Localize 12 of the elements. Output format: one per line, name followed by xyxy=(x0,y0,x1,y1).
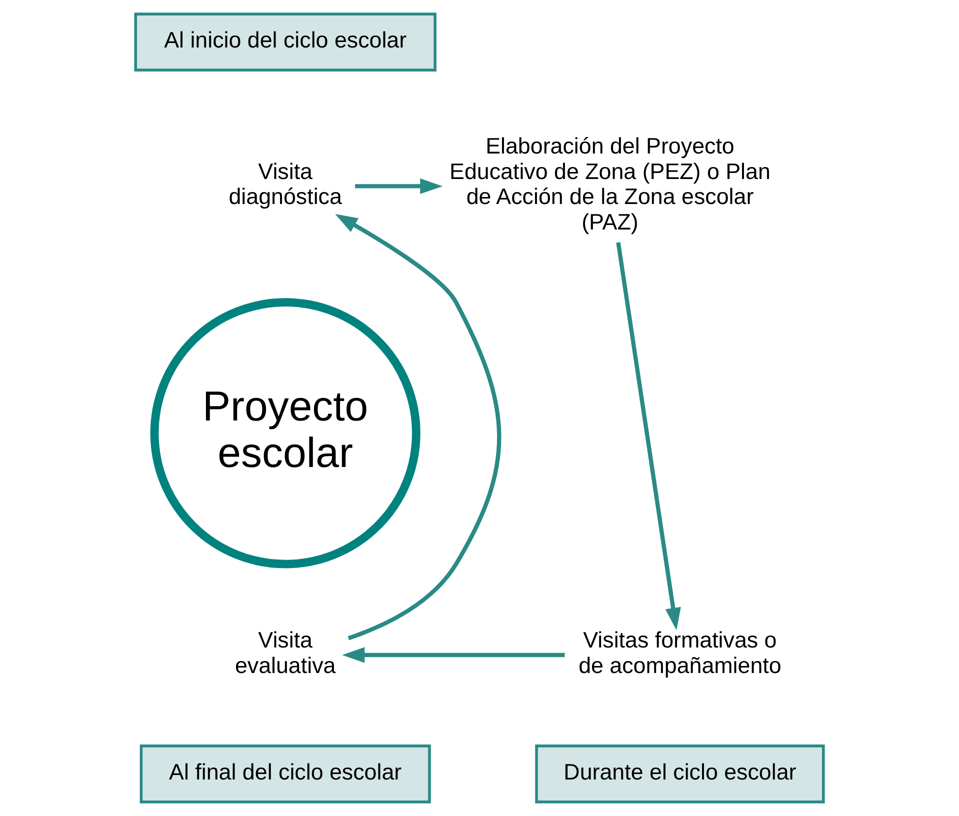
node-text: Visitas formativas o de acompañamiento xyxy=(578,628,782,678)
arrow xyxy=(355,178,443,194)
arrow xyxy=(616,242,681,630)
node-box: Durante el ciclo escolar xyxy=(535,744,825,804)
node-text: Visita evaluativa xyxy=(234,628,336,678)
arrow xyxy=(342,647,565,663)
node-circle: Proyecto escolar xyxy=(150,298,420,568)
node-text: Elaboración del Proyecto Educativo de Zona (PEZ) o Plan de Acción de la Zona escolar (PAZ) xyxy=(450,134,770,234)
arrow xyxy=(335,214,502,640)
node-box: Al final del ciclo escolar xyxy=(140,744,431,804)
node-box: Al inicio del ciclo escolar xyxy=(134,12,436,72)
node-text: Visita diagnóstica xyxy=(228,158,342,210)
